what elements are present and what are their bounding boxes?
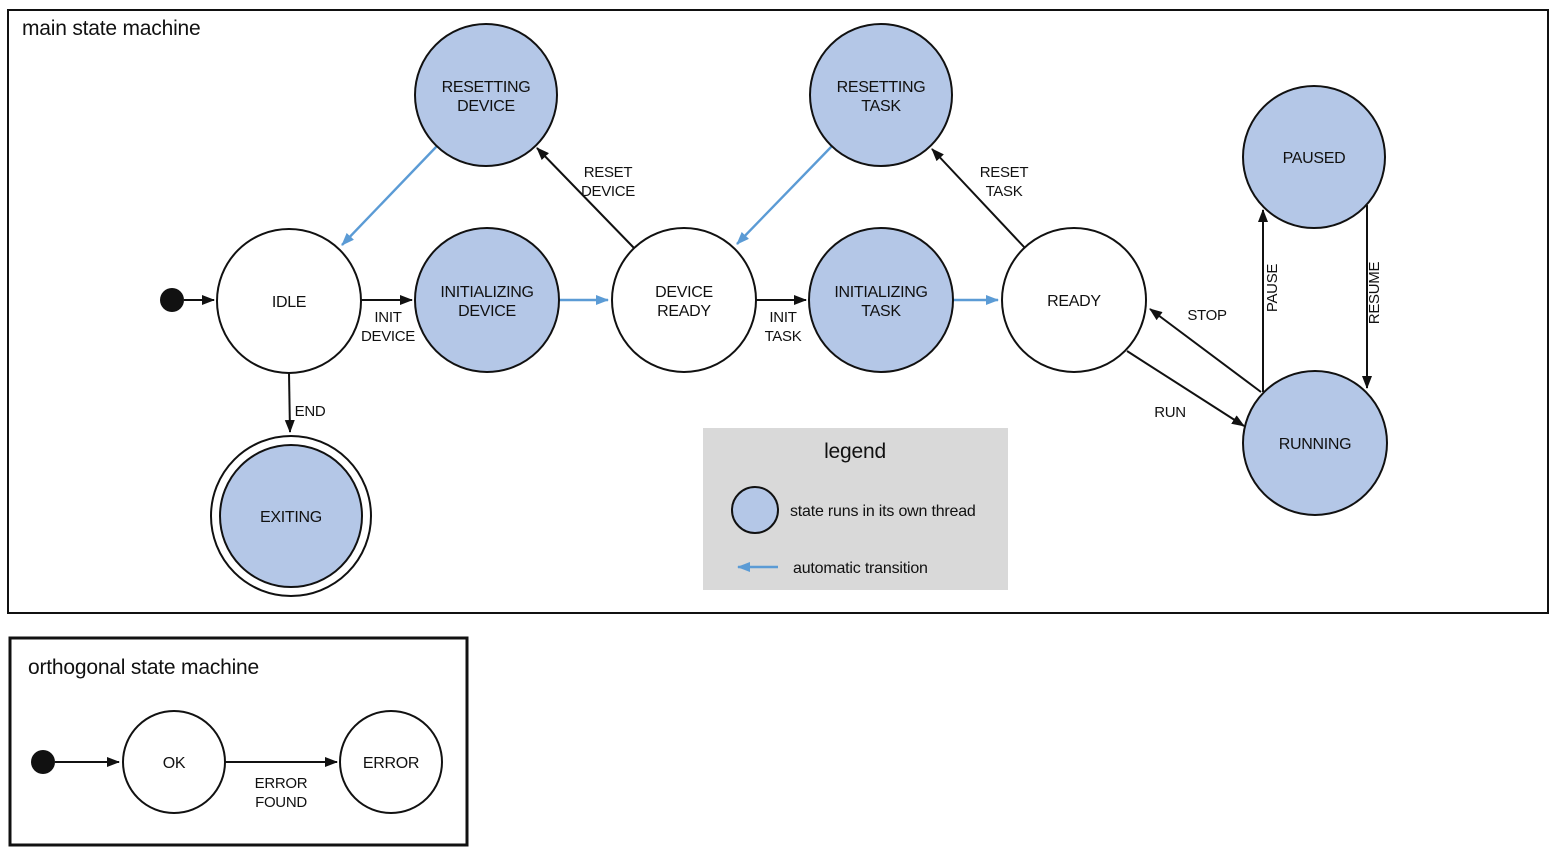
legend-title: legend: [824, 440, 886, 463]
state-error: [339, 710, 443, 814]
state-initializing-device: [414, 227, 560, 373]
state-device-ready-label-line1: DEVICE: [655, 284, 713, 301]
transition-reset-device: [536, 147, 635, 249]
state-exiting-label: EXITING: [260, 509, 322, 526]
label-init-device-line2: DEVICE: [361, 328, 415, 345]
state-resetting-device: [414, 23, 558, 167]
state-initializing-task-label-line2: TASK: [861, 303, 901, 320]
orthogonal-initial-state-dot: [31, 750, 55, 774]
state-ok-label: OK: [163, 755, 186, 772]
transition-run: [1126, 350, 1245, 427]
label-init-device-line1: INIT: [374, 309, 401, 326]
label-reset-device-line1: RESET: [584, 164, 633, 181]
label-init-task-line2: TASK: [765, 328, 802, 345]
state-ok: [122, 710, 226, 814]
state-resetting-device-label-line1: RESETTING: [442, 79, 531, 96]
state-initializing-device-label-line1: INITIALIZING: [440, 284, 533, 301]
label-init-task-line1: INIT: [769, 309, 796, 326]
transition-end: [284, 372, 295, 433]
transition-reset-task: [931, 148, 1026, 249]
state-running-label: RUNNING: [1279, 436, 1352, 453]
label-reset-device-line2: DEVICE: [581, 183, 635, 200]
state-exiting: [219, 444, 363, 588]
auto-transition-resetting-device-to-idle: [341, 145, 438, 246]
auto-transition-resetting-task-to-device-ready: [736, 145, 833, 245]
label-stop: STOP: [1187, 307, 1227, 324]
state-device-ready-label-line2: READY: [657, 303, 711, 320]
main-state-machine-box: [7, 9, 1549, 614]
legend-automatic-transition-label: automatic transition: [793, 560, 928, 577]
state-idle: [216, 228, 362, 374]
label-error-found-line1: ERROR: [255, 775, 308, 792]
orthogonal-title: orthogonal state machine: [28, 656, 259, 679]
state-resetting-task-label-line1: RESETTING: [837, 79, 926, 96]
state-idle-label: IDLE: [272, 294, 306, 311]
state-error-label: ERROR: [363, 755, 419, 772]
initial-state-dot: [160, 288, 184, 312]
label-pause: PAUSE: [1264, 264, 1281, 313]
state-initializing-task-label-line1: INITIALIZING: [834, 284, 927, 301]
label-error-found-line2: FOUND: [255, 794, 307, 811]
state-initializing-task: [808, 227, 954, 373]
state-ready-label: READY: [1047, 293, 1101, 310]
label-reset-task-line1: RESET: [980, 164, 1029, 181]
main-title: main state machine: [22, 17, 201, 40]
orthogonal-state-machine-box: [8, 636, 469, 847]
legend-threaded-state-icon: [731, 486, 779, 534]
transition-stop: [1149, 308, 1262, 393]
state-resetting-device-label-line2: DEVICE: [457, 98, 515, 115]
state-device-ready: [611, 227, 757, 373]
label-reset-task-line2: TASK: [986, 183, 1023, 200]
state-paused-label: PAUSED: [1283, 150, 1346, 167]
state-running: [1242, 370, 1388, 516]
state-initializing-device-label-line2: DEVICE: [458, 303, 516, 320]
state-resetting-task: [809, 23, 953, 167]
state-resetting-task-label-line2: TASK: [861, 98, 901, 115]
label-resume: RESUME: [1366, 262, 1383, 325]
state-paused: [1242, 85, 1386, 229]
label-end: END: [295, 403, 326, 420]
label-run: RUN: [1154, 404, 1186, 421]
state-ready: [1001, 227, 1147, 373]
legend-threaded-state-label: state runs in its own thread: [790, 503, 976, 520]
